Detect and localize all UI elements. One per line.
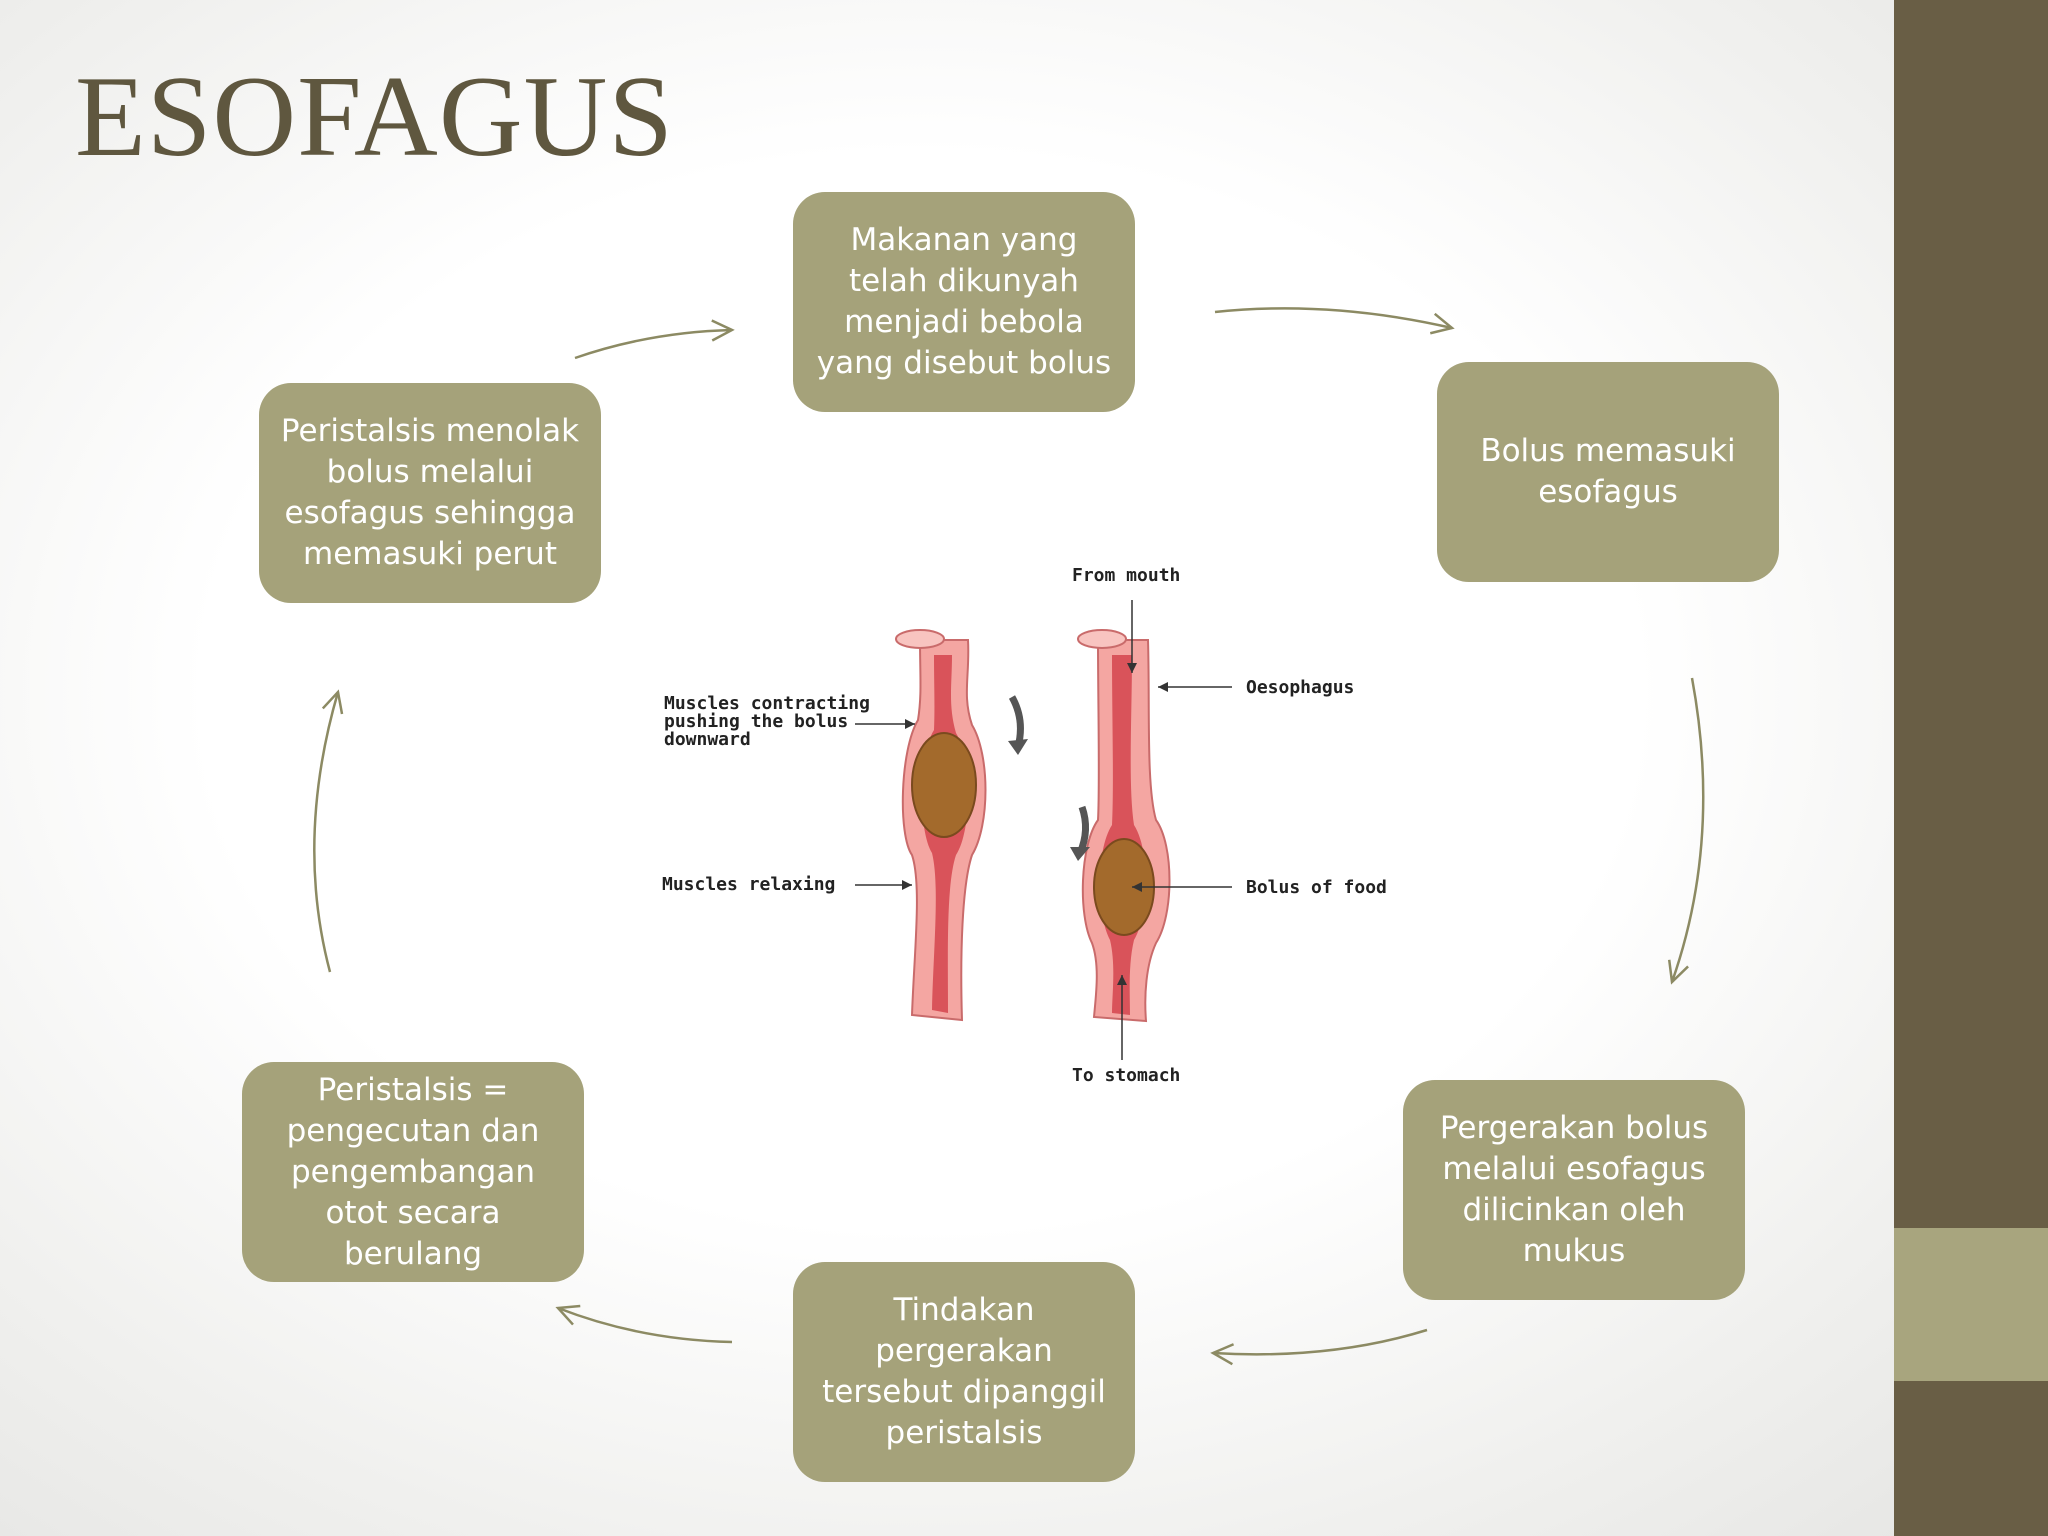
arrow-right-lower-to-bottom <box>1210 1328 1428 1366</box>
step-box-top: Makanan yang telah dikunyah menjadi bebo… <box>793 192 1135 412</box>
label-muscles-contracting-2: pushing the bolus <box>664 711 848 732</box>
arrow-left-lower-to-left-upper <box>313 689 344 973</box>
step-box-right-lower: Pergerakan bolus melalui esofagus dilici… <box>1403 1080 1745 1300</box>
downward-arrow-icon-2 <box>1076 805 1089 855</box>
step-text-left-upper: Peristalsis menolak bolus melalui esofag… <box>280 413 580 572</box>
label-muscles-relaxing: Muscles relaxing <box>662 874 835 895</box>
step-text-right-upper: Bolus memasuki esofagus <box>1480 433 1736 510</box>
label-bolus-of-food: Bolus of food <box>1246 877 1387 898</box>
label-muscles-contracting-3: downward <box>664 729 751 750</box>
step-box-bottom: Tindakan pergerakan tersebut dipanggil p… <box>793 1262 1135 1482</box>
step-box-left-lower: Peristalsis = pengecutan dan pengembanga… <box>242 1062 584 1282</box>
sidebar-accent <box>1894 1228 2048 1381</box>
label-oesophagus: Oesophagus <box>1246 677 1354 698</box>
esophagus-tube-relaxing <box>1077 629 1171 1023</box>
esophagus-illustration: From mouth Oesophagus Bolus of food To s… <box>662 565 1387 1086</box>
arrow-bottom-to-left-lower <box>555 1304 733 1344</box>
arrow-left-upper-to-top <box>574 319 735 360</box>
esophagus-tube-contracting <box>895 629 987 1022</box>
slide-title: ESOFAGUS <box>75 53 674 181</box>
label-to-stomach: To stomach <box>1072 1065 1180 1086</box>
step-text-bottom: Tindakan pergerakan tersebut dipanggil p… <box>822 1292 1106 1451</box>
step-text-left-lower: Peristalsis = pengecutan dan pengembanga… <box>286 1071 540 1272</box>
label-muscles-contracting-1: Muscles contracting <box>664 693 870 714</box>
arrow-top-to-right-upper <box>1214 307 1455 335</box>
bolus-upper <box>911 732 977 838</box>
step-box-right-upper: Bolus memasuki esofagus <box>1437 362 1779 582</box>
step-text-right-lower: Pergerakan bolus melalui esofagus dilici… <box>1439 1110 1709 1269</box>
step-text-top: Makanan yang telah dikunyah menjadi bebo… <box>816 222 1112 381</box>
step-box-left-upper: Peristalsis menolak bolus melalui esofag… <box>259 383 601 603</box>
label-from-mouth: From mouth <box>1072 565 1180 586</box>
downward-arrow-icon <box>1008 695 1024 748</box>
arrow-right-upper-to-right-lower <box>1667 677 1705 985</box>
